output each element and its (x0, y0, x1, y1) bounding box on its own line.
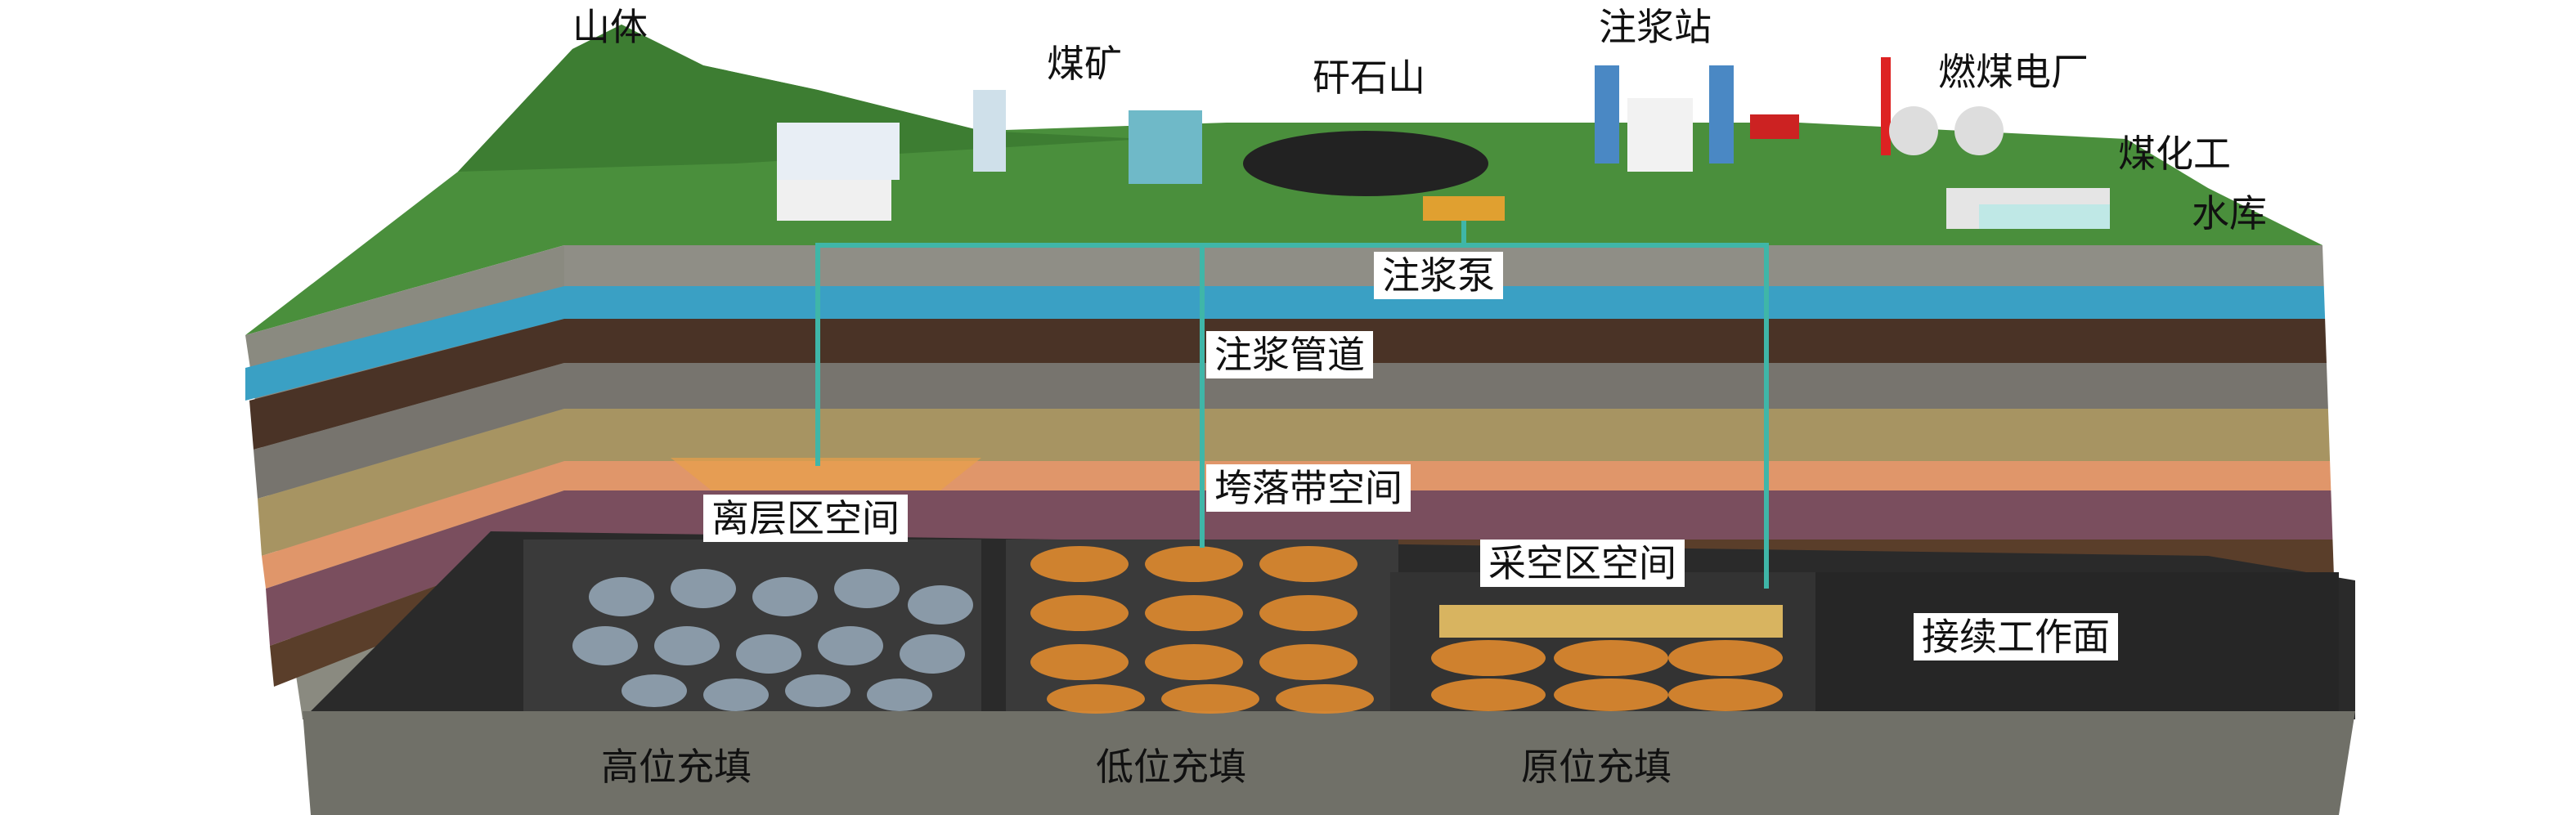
label-mountain: 山体 (572, 5, 648, 49)
label-grouting-station: 注浆站 (1599, 5, 1712, 49)
label-coal-power-plant: 燃煤电厂 (1938, 50, 2089, 94)
gangue-rocks (572, 569, 973, 711)
label-low-fill: 低位充填 (1096, 745, 1246, 789)
slurry-filled-rocks (1030, 546, 1783, 714)
label-insitu-fill: 原位充填 (1521, 745, 1672, 789)
label-grouting-pump: 注浆泵 (1374, 252, 1503, 299)
label-coal-mine: 煤矿 (1047, 42, 1122, 86)
hydraulic-supports (1439, 605, 1783, 638)
label-caving-zone-space: 垮落带空间 (1206, 464, 1411, 512)
label-gangue-hill: 矸石山 (1313, 56, 1425, 100)
separation-zone (671, 458, 981, 490)
label-next-working-face: 接续工作面 (1914, 613, 2118, 661)
label-goaf-space: 采空区空间 (1480, 540, 1685, 587)
base-rock (303, 711, 2355, 815)
label-separation-space: 离层区空间 (703, 495, 908, 542)
label-reservoir: 水库 (2192, 191, 2267, 235)
label-high-fill: 高位充填 (601, 745, 752, 789)
surface-facilities (777, 57, 2110, 229)
label-coal-chemical: 煤化工 (2118, 132, 2231, 176)
grouting-pipes (815, 221, 1769, 589)
label-grouting-pipeline: 注浆管道 (1206, 331, 1373, 378)
